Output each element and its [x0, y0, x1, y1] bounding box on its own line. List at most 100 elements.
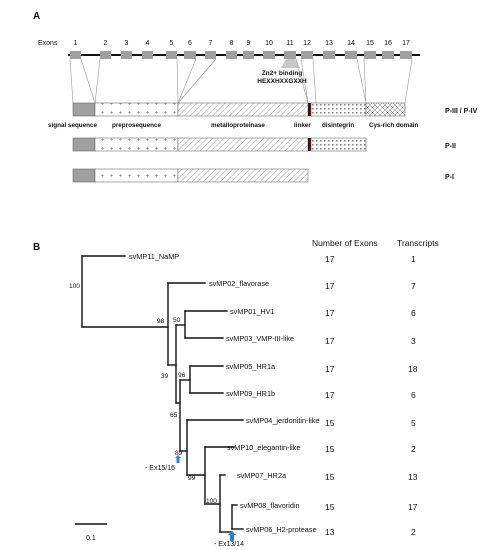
exon-number: 5 [170, 40, 174, 47]
leaf-label: svMP11_NaMP [129, 252, 179, 261]
exon-box [184, 51, 196, 59]
class-label-pi: P-I [445, 174, 454, 181]
exon-number: 8 [230, 40, 234, 47]
cys-rich-block [365, 102, 406, 117]
bootstrap-value: 96 [178, 372, 186, 379]
exon-number: 13 [325, 40, 333, 47]
exon-numbers: 1 2 3 4 5 6 7 8 9 10 11 12 13 14 15 16 1… [74, 40, 410, 47]
exon-count-cell: 15 [325, 472, 335, 482]
leaf-label: svMP09_HR1b [226, 389, 275, 398]
exon-count-cell: 15 [325, 418, 335, 428]
domain-bar-piii [72, 102, 406, 117]
exon-count-cell: 17 [325, 308, 335, 318]
exon-number: 4 [146, 40, 150, 47]
bootstrap-value: 50 [173, 317, 181, 324]
exon-box [243, 51, 254, 59]
class-label-piii: P-III / P-IV [445, 108, 478, 115]
leaf-label: svMP10_elegantin-like [227, 443, 300, 452]
exon-number: 15 [366, 40, 374, 47]
exon-number: 7 [209, 40, 213, 47]
exon-count-cell: 15 [325, 502, 335, 512]
exon-number: 16 [384, 40, 392, 47]
metalloproteinase-block [177, 102, 309, 117]
leaf-label: svMP02_flavorase [209, 279, 269, 288]
exon-count-cell: 13 [325, 527, 335, 537]
exon-loss-event-label: - Ex15/16 [145, 465, 175, 472]
exon-number: 11 [286, 40, 293, 47]
domain-label-linker: linker [294, 122, 311, 129]
exon-box [301, 51, 313, 59]
transcripts-cell: 5 [411, 418, 416, 428]
exon-number: 14 [347, 40, 355, 47]
transcripts-cell: 6 [411, 308, 416, 318]
exon-box [382, 51, 394, 59]
leaf-label: svMP05_HR1a [226, 362, 276, 371]
exon-number: 3 [125, 40, 129, 47]
domain-label-disintegrin: disintegrin [322, 122, 354, 129]
exon-number: 2 [104, 40, 108, 47]
exon-box [205, 51, 216, 59]
exon-number: 6 [188, 40, 192, 47]
scale-bar-label: 0.1 [86, 535, 96, 542]
transcripts-column: 1 7 6 3 18 6 5 2 13 17 2 [408, 254, 418, 537]
leaf-label: svMP07_HR2a [237, 471, 287, 480]
bootstrap-value: 100 [206, 498, 217, 505]
leaf-label: svMP01_HV1 [230, 307, 275, 316]
exon-count-cell: 17 [325, 336, 335, 346]
leaf-label: svMP04_jerdonitin-like [246, 416, 319, 425]
exon-box [100, 51, 111, 59]
exon-count-cell: 17 [325, 390, 335, 400]
exon-number: 12 [303, 40, 311, 47]
exon-number: 17 [402, 40, 410, 47]
transcripts-cell: 2 [411, 444, 416, 454]
exon-loss-arrow-icon [228, 531, 236, 541]
leaf-label: svMP08_flavoridin [240, 501, 300, 510]
exon-box [323, 51, 335, 59]
zn-callout-wedge [281, 59, 300, 68]
domain-label-prepro: preprosequence [112, 122, 161, 129]
leaf-label: svMP06_H2-protease [246, 525, 317, 534]
transcripts-cell: 6 [411, 390, 416, 400]
panel-a-label: A [33, 11, 40, 22]
exon-box [263, 51, 275, 59]
domain-label-signal: signal sequence [48, 122, 97, 129]
bootstrap-value: 39 [161, 373, 169, 380]
class-label-pii: P-II [445, 143, 456, 150]
signal-sequence-block [72, 102, 96, 117]
header-transcripts: Transcripts [397, 238, 439, 248]
exon-box [121, 51, 132, 59]
bootstrap-value: 98 [157, 318, 165, 325]
domain-bar-pii [72, 137, 367, 152]
bootstrap-value: 100 [69, 283, 80, 290]
zn-binding-title: Zn2+ binding [262, 70, 303, 77]
exon-count-cell: 15 [325, 444, 335, 454]
transcripts-cell: 3 [411, 336, 416, 346]
bootstrap-value: 99 [188, 475, 196, 482]
exon-mapping-lines [69, 58, 413, 104]
exon-box [226, 51, 237, 59]
exon-number: 9 [247, 40, 251, 47]
exon-count-cell: 17 [325, 364, 335, 374]
exon-loss-event-label: - Ex13/14 [214, 541, 244, 548]
transcripts-cell: 7 [411, 281, 416, 291]
transcripts-cell: 2 [411, 527, 416, 537]
exon-boxes [70, 51, 412, 59]
exons-label: Exons [38, 40, 58, 47]
transcripts-cell: 18 [408, 364, 418, 374]
exon-count-cell: 17 [325, 254, 335, 264]
disintegrin-block [310, 102, 367, 117]
phylogenetic-tree [81, 255, 244, 533]
linker-block [308, 103, 311, 116]
zn-binding-motif: HEXXHXXGXXH [257, 78, 307, 85]
exon-count-column: 17 17 17 17 17 17 15 15 15 15 13 [325, 254, 335, 537]
exon-loss-arrow-icon [175, 455, 181, 463]
panel-b-label: B [33, 242, 40, 253]
leaf-label: svMP03_VMP-III-like [226, 334, 294, 343]
exon-number: 10 [265, 40, 273, 47]
exon-box [284, 51, 296, 59]
domain-label-metallo: metalloproteinase [211, 122, 265, 129]
exon-box [70, 51, 81, 59]
exon-box [142, 51, 153, 59]
transcripts-cell: 13 [408, 472, 418, 482]
